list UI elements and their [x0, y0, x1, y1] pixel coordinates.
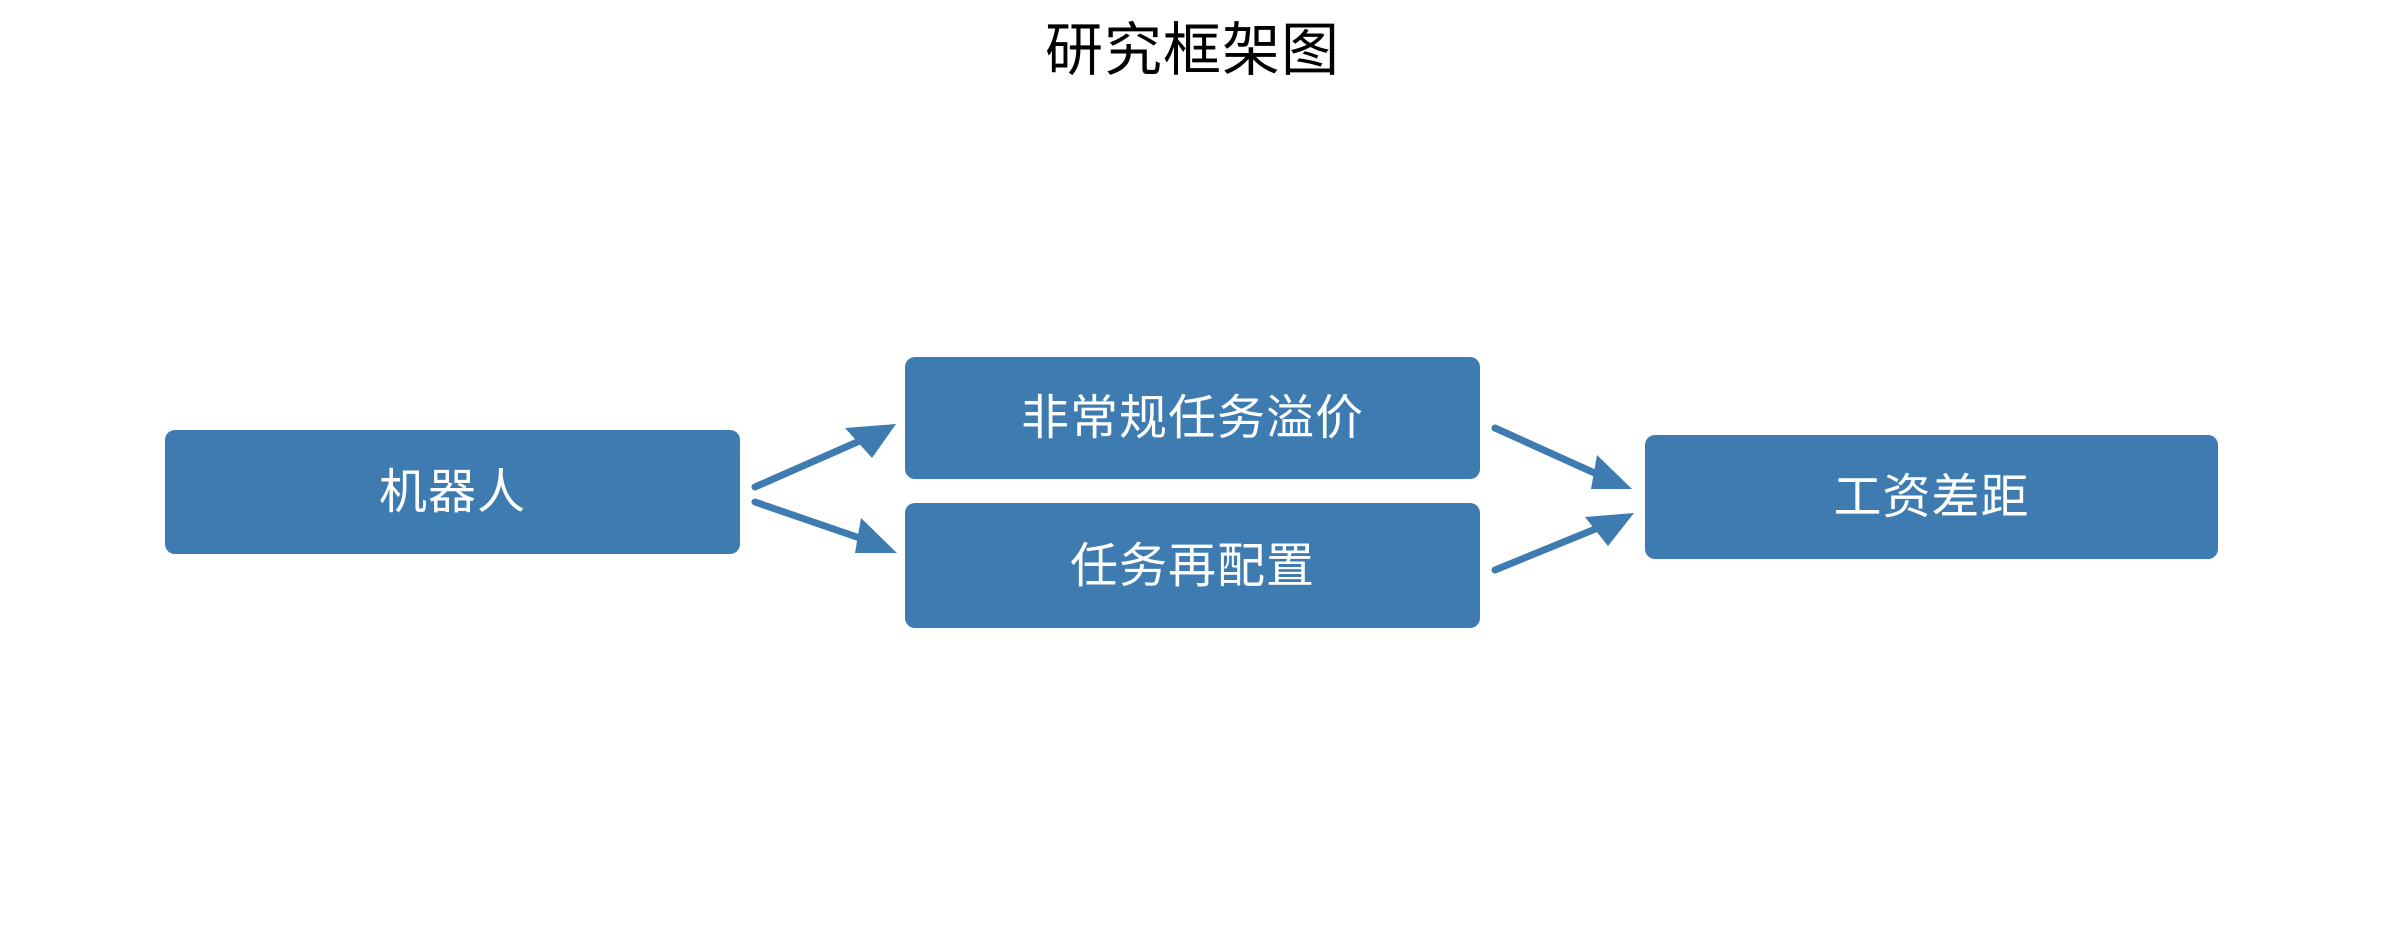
page-title: 研究框架图	[1044, 16, 1340, 84]
node-task-reallocation-label: 任务再配置	[1069, 537, 1315, 594]
node-wage-gap[interactable]: 工资差距	[1645, 435, 2218, 559]
arrow-premium-to-wagegap	[1491, 424, 1632, 489]
node-task-reallocation[interactable]: 任务再配置	[905, 503, 1480, 628]
node-nonroutine-task-premium-label: 非常规任务溢价	[1020, 390, 1364, 446]
node-wage-gap-label: 工资差距	[1833, 469, 2030, 525]
arrow-realloc-to-wagegap	[1491, 513, 1634, 574]
node-robot-label: 机器人	[378, 464, 526, 520]
node-robot[interactable]: 机器人	[165, 430, 740, 554]
arrow-robot-to-realloc	[751, 498, 897, 553]
arrow-robot-to-premium	[751, 424, 896, 491]
node-nonroutine-task-premium[interactable]: 非常规任务溢价	[905, 357, 1480, 479]
